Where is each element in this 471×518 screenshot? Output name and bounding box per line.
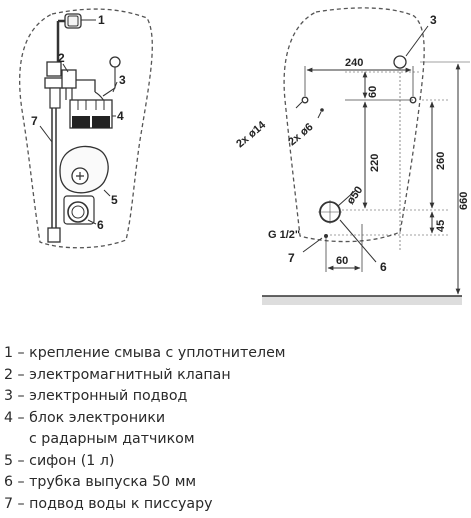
water-supply-pipe: [44, 61, 64, 243]
dim-45: 45: [435, 220, 447, 232]
callout-3-right: 3: [430, 13, 437, 27]
wall-line: [262, 296, 462, 305]
callout-3-left: 3: [119, 73, 126, 87]
small-hole: [320, 108, 324, 112]
legend-list: 1 – крепление смыва с уплотнителем 2 – э…: [4, 343, 464, 515]
legend-item-6: 6 – трубка выпуска 50 мм: [4, 474, 197, 490]
callout-7-left: 7: [31, 114, 38, 128]
mount-hole-left: [301, 96, 309, 104]
callout-6-right: 6: [380, 260, 387, 274]
urinal-outline-right: [283, 7, 425, 243]
legend-item-4-cont: с радарным датчиком: [29, 431, 195, 447]
flush-mount-icon: [56, 13, 82, 62]
siphon-icon: [59, 145, 109, 194]
legend-item-2: 2 – электромагнитный клапан: [4, 366, 231, 383]
dim-hole6: 2x ø6: [286, 121, 315, 148]
dim-pipe50: ø50: [345, 184, 366, 206]
legend-item-7: 7 – подвод воды к писсуару: [4, 495, 213, 512]
callout-7-right: 7: [288, 251, 295, 265]
electronics-block-icon: [69, 99, 113, 129]
dim-60-bottom: 60: [336, 255, 348, 267]
legend-item-4: 4 – блок электроники: [4, 409, 166, 426]
dim-thread: G 1/2": [268, 229, 300, 241]
legend-item-3: 3 – электронный подвод: [4, 388, 188, 404]
callout-2: 2: [58, 51, 65, 65]
urinal-diagram: 1 2 3 4 5 6 7 3 240 60: [19, 7, 470, 305]
dim-220: 220: [369, 154, 381, 172]
outlet-pipe-icon: [63, 195, 95, 225]
water-connection: [324, 234, 328, 238]
callout-5: 5: [111, 193, 118, 207]
electronic-supply-hole: [393, 55, 407, 69]
dim-hole14: 2x ø14: [234, 119, 269, 151]
left-view: 1 2 3 4 5 6 7: [19, 8, 153, 249]
legend-item-5: 5 – сифон (1 л): [4, 452, 115, 469]
urinal-outline-left: [19, 8, 153, 249]
callout-6-left: 6: [97, 218, 104, 232]
legend-item-1: 1 – крепление смыва с уплотнителем: [4, 345, 286, 361]
callout-1: 1: [98, 13, 105, 27]
dim-240: 240: [345, 57, 363, 69]
callout-4: 4: [117, 109, 124, 123]
dim-660: 660: [458, 192, 470, 210]
solenoid-valve-icon: [61, 69, 96, 100]
dim-260: 260: [435, 152, 447, 170]
right-view: 3 240 60 220 260 660 45 ø50: [234, 7, 470, 305]
dim-60-top: 60: [367, 86, 379, 98]
